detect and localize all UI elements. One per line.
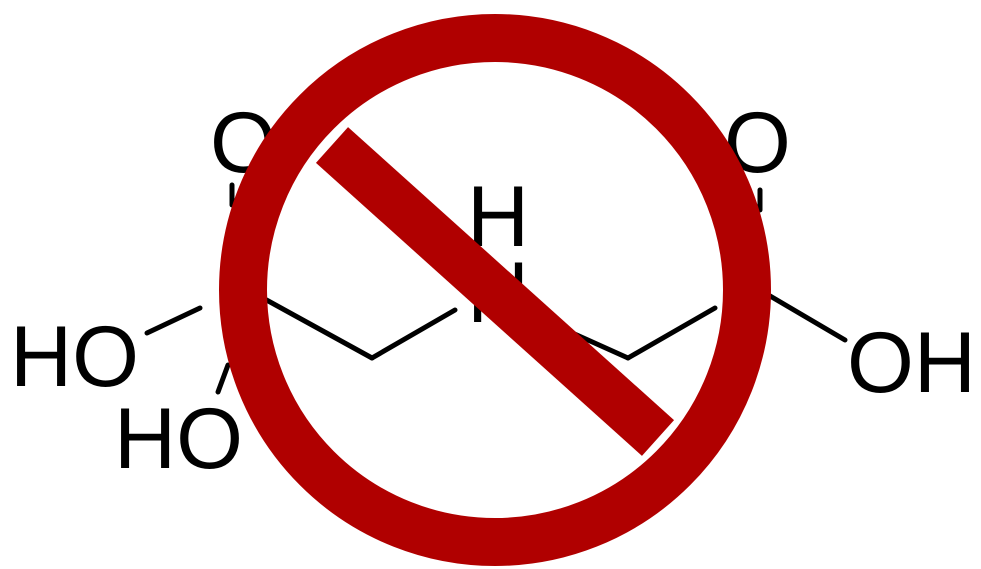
- bond-right-chain: [625, 305, 718, 361]
- prohibition-slash: [315, 127, 675, 456]
- prohibition-ring: [219, 14, 771, 566]
- prohibition-sign-icon: [219, 14, 771, 566]
- bond-right-hydroxyl: [762, 290, 848, 343]
- bond-to-nitrogen-left: [369, 307, 458, 361]
- bond-left-chain: [249, 289, 375, 361]
- bond-left-hydroxyl-lower: [215, 362, 231, 395]
- atom-hydroxyl-right: OH: [847, 315, 976, 411]
- bond-left-hydroxyl-upper: [144, 305, 203, 336]
- atom-hydroxyl-left-upper: HO: [10, 309, 139, 405]
- atom-hydroxyl-left-lower: HO: [114, 391, 243, 487]
